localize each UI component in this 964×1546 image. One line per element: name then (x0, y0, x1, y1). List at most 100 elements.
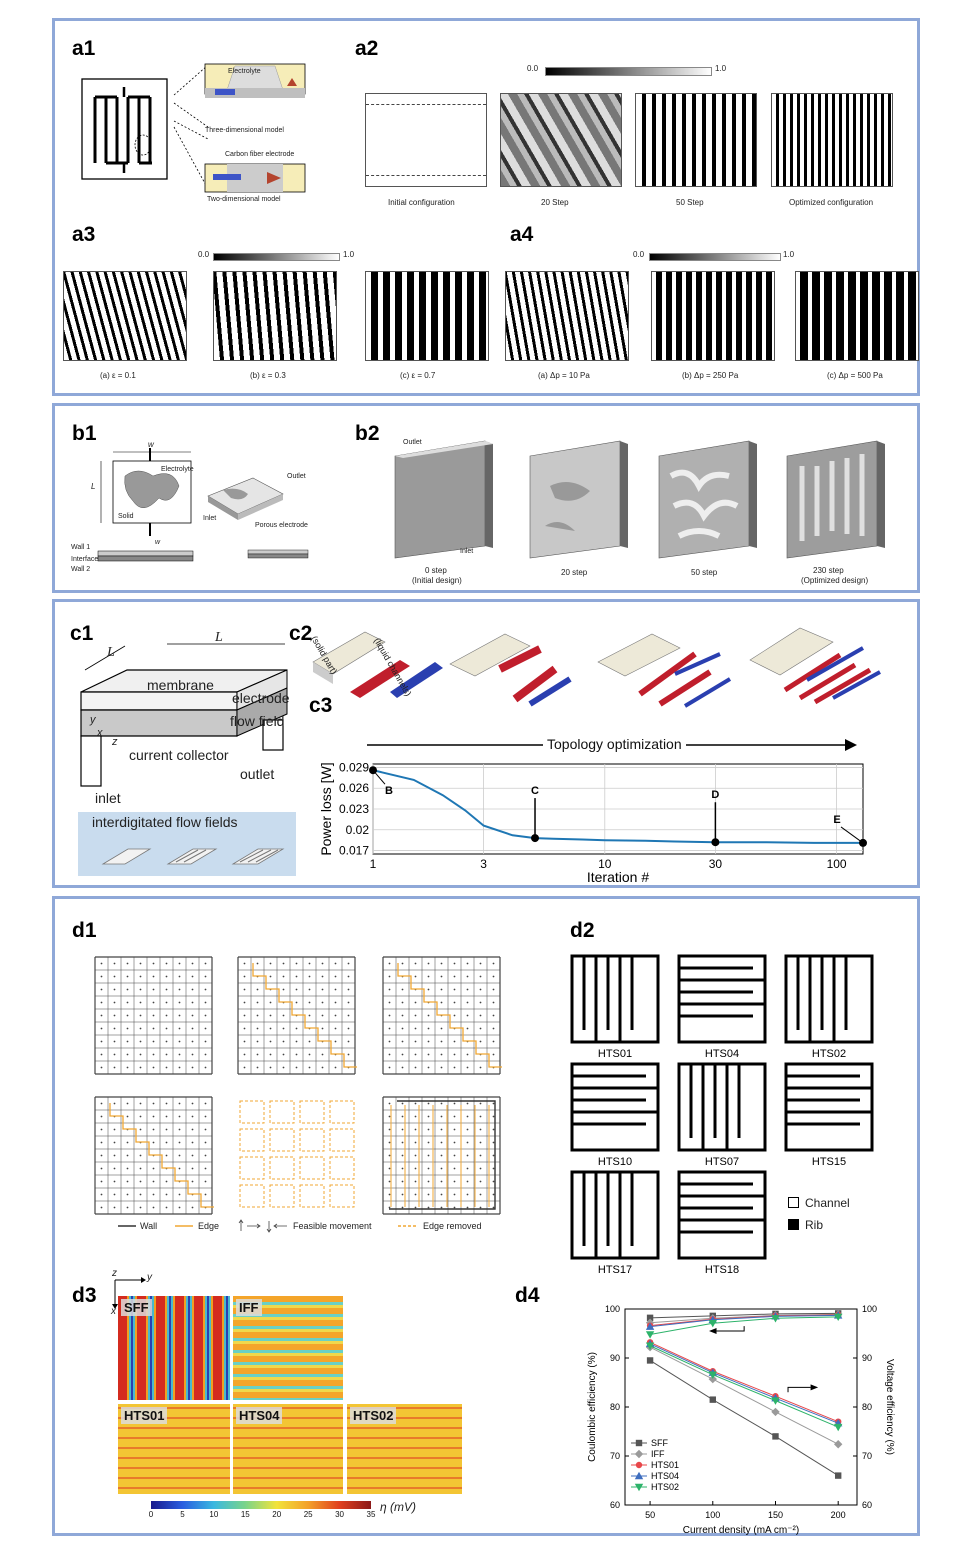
d1-final-walls (389, 1100, 496, 1210)
a4-caption-2: (b) Δp = 250 Pa (682, 371, 739, 380)
d1-grid-node (479, 975, 482, 978)
d1-grid-node (388, 1053, 391, 1056)
d4-line-sff-voltage (649, 1360, 839, 1477)
d1-grid-node (466, 1001, 469, 1004)
d3-axes-icon (112, 1277, 146, 1309)
d1-grid-node (269, 1066, 272, 1069)
d1-grid-node (191, 1053, 194, 1056)
c1-cell-stack (80, 643, 288, 787)
d1-grid-node (165, 1180, 168, 1183)
d4-point-hts04-coulombic (645, 1322, 655, 1330)
d1-grid-node (295, 962, 298, 965)
d3-tag-sff: SFF (121, 1299, 152, 1316)
panel-a: a1 a2 a3 a4 Electrolyte Three-dimensiona… (52, 18, 920, 396)
d1-grid-node (113, 1141, 116, 1144)
c3-y-tick-label: 0.026 (339, 781, 369, 795)
d3-tag-iff: IFF (236, 1299, 262, 1316)
d1-grid-node (100, 1053, 103, 1056)
d1-grid-node (308, 1001, 311, 1004)
d1-grid-node (401, 1206, 404, 1209)
d2-maze-hts02 (784, 954, 874, 1044)
b2-subcaption-3: (Optimized design) (801, 576, 869, 585)
d1-grid-node (178, 1141, 181, 1144)
d4-x-tick-label: 150 (768, 1510, 783, 1520)
c2-initial-render (312, 631, 443, 698)
d1-grid-node (427, 988, 430, 991)
d1-grid-node (466, 1154, 469, 1157)
a2-scale-max: 1.0 (715, 64, 727, 73)
d3-colorbar-tick: 35 (366, 1510, 376, 1519)
c3-x-axis-label: Iteration # (587, 869, 649, 885)
d4-x-axis-label: Current density (mA cm⁻²) (683, 1525, 799, 1536)
d1-grid-node (440, 1040, 443, 1043)
d1-grid-node (453, 1180, 456, 1183)
d1-final-edges (390, 1105, 490, 1207)
a4-scale-min: 0.0 (633, 250, 645, 259)
d1-grid-node (479, 1102, 482, 1105)
b2-caption-2: 50 step (691, 568, 718, 577)
d1-grid-node (256, 1014, 259, 1017)
a1-2d-model (204, 163, 306, 193)
d1-grid-node (295, 975, 298, 978)
b1-solid-label: Solid (118, 513, 134, 520)
d2-maze-label: HTS07 (705, 1156, 739, 1168)
d1-grid-node (113, 988, 116, 991)
d1-grid-node (466, 962, 469, 965)
d4-legend-label: HTS01 (651, 1460, 679, 1470)
d1-grid-node (401, 1014, 404, 1017)
d1-grid-node (165, 1053, 168, 1056)
label-a3: a3 (72, 223, 96, 246)
c3-x-tick-label: 3 (480, 857, 487, 871)
d1-grid-node (295, 988, 298, 991)
d1-grid-node (492, 1102, 495, 1105)
a2-frame-optimized (771, 93, 893, 187)
d1-grid-node (191, 1027, 194, 1030)
d4-line-iff-voltage (649, 1346, 839, 1445)
b1-electrolyte-label: Electrolyte (161, 466, 194, 473)
d3-tag-hts01: HTS01 (121, 1407, 168, 1424)
d1-grid-node (126, 975, 129, 978)
d1-grid-node (321, 975, 324, 978)
d1-grid-5 (239, 1100, 355, 1208)
d2-maze-frame (570, 1062, 660, 1152)
d2-legend-channel-swatch (788, 1197, 799, 1208)
d1-grid-node (113, 1027, 116, 1030)
d4-line-hts04-voltage (649, 1343, 839, 1424)
d1-grid-node (282, 975, 285, 978)
d1-grid-node (479, 1206, 482, 1209)
a3-frame-1 (63, 271, 187, 361)
d1-grid-node (191, 962, 194, 965)
d4-legend-marker (635, 1439, 643, 1447)
b1-w-small-label: w (155, 539, 161, 546)
d1-grid-node (466, 1193, 469, 1196)
d1-grid-node (453, 962, 456, 965)
label-c1: c1 (70, 622, 94, 645)
d1-grid-node (126, 1154, 129, 1157)
c3-marker-d (711, 838, 720, 847)
d1-grid-node (165, 1193, 168, 1196)
d1-grid-node (453, 988, 456, 991)
c2-step-render-2 (597, 633, 732, 708)
d1-grid-node (100, 1066, 103, 1069)
d1-grid-node (100, 1128, 103, 1131)
d1-grid-node (191, 1040, 194, 1043)
d2-maze-frame (677, 1170, 767, 1260)
d4-y2-tick-label: 70 (862, 1451, 872, 1461)
d1-removed-edge-cell (239, 1100, 265, 1124)
d1-grid-node (401, 1167, 404, 1170)
d1-grid-node (414, 1040, 417, 1043)
d1-grid-node (191, 1115, 194, 1118)
d1-grid-node (113, 962, 116, 965)
c3-marker-e (859, 838, 867, 847)
d2-maze-ribs (689, 1064, 741, 1150)
d1-grid-node (139, 975, 142, 978)
d1-grid-node (126, 962, 129, 965)
d1-grid-node (388, 1115, 391, 1118)
d1-grid-node (178, 1115, 181, 1118)
d1-grid-node (165, 1001, 168, 1004)
a2-colorbar (545, 67, 712, 76)
d1-grid-node (492, 975, 495, 978)
d1-grid-node (126, 1141, 129, 1144)
d1-grid-node (295, 1027, 298, 1030)
c1-interdigitated-label: interdigitated flow fields (92, 814, 238, 830)
